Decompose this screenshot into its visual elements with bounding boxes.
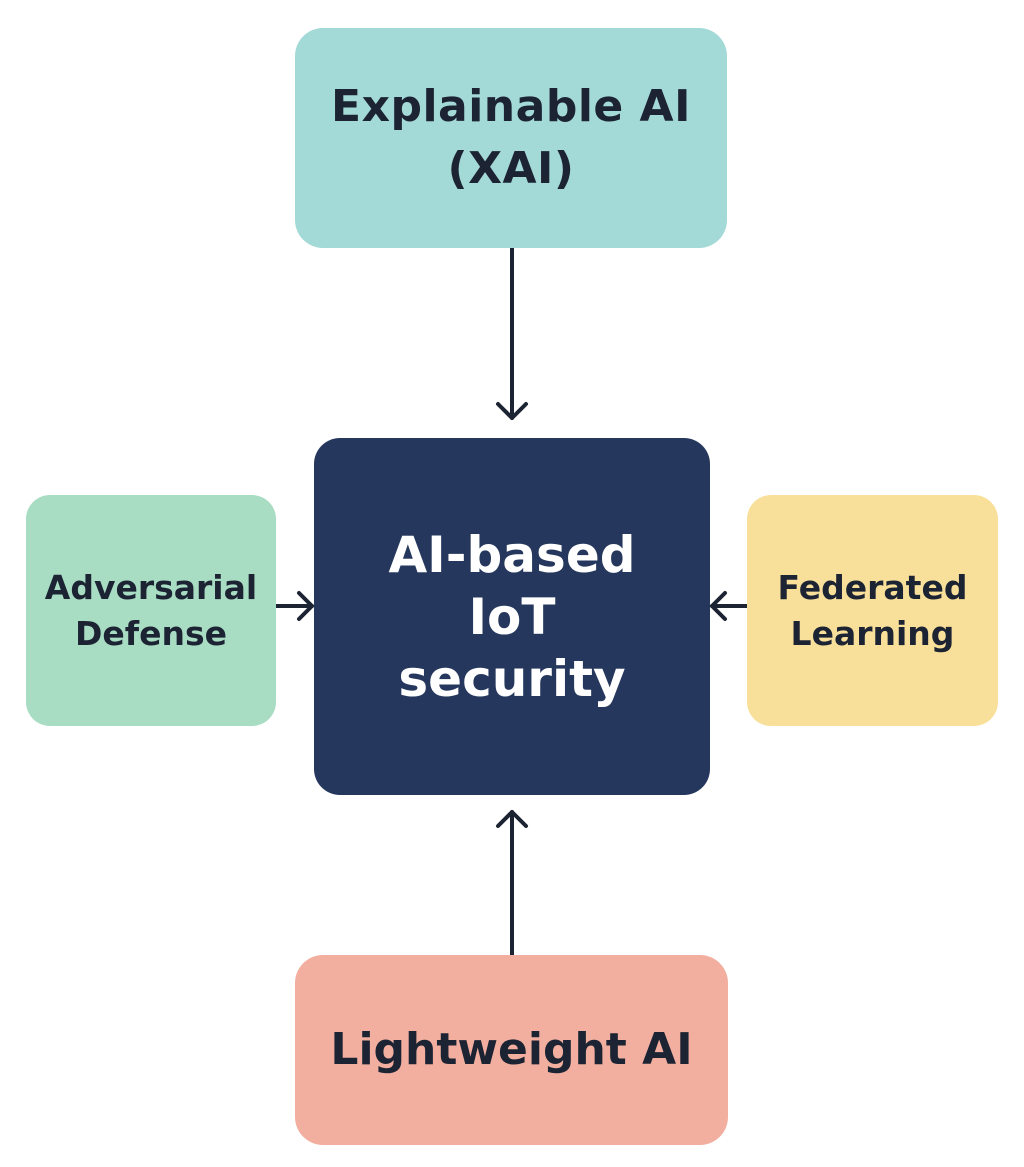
node-adversarial-defense-label: Adversarial Defense <box>45 565 257 657</box>
node-federated-learning-label: Federated Learning <box>778 565 968 657</box>
node-federated-learning: Federated Learning <box>747 495 998 726</box>
node-lightweight-ai-label: Lightweight AI <box>330 1022 692 1078</box>
node-ai-based-iot-security: AI-based IoT security <box>314 438 710 795</box>
arrow-bottom-to-center <box>496 810 528 957</box>
label-line: Federated <box>777 567 968 607</box>
node-explainable-ai: Explainable AI (XAI) <box>295 28 727 248</box>
node-adversarial-defense: Adversarial Defense <box>26 495 276 726</box>
arrow-top-to-center <box>496 246 528 420</box>
label-line: Lightweight AI <box>330 1024 693 1075</box>
node-center-label: AI-based IoT security <box>388 524 635 710</box>
label-line: AI-based <box>388 525 636 584</box>
label-line: Learning <box>790 613 955 653</box>
node-explainable-ai-label: Explainable AI (XAI) <box>331 76 691 200</box>
label-line: (XAI) <box>447 143 575 194</box>
arrow-left-to-center <box>274 591 314 621</box>
label-line: IoT <box>468 587 556 646</box>
node-lightweight-ai: Lightweight AI <box>295 955 728 1145</box>
label-line: Adversarial <box>44 567 258 607</box>
label-line: Defense <box>74 613 228 653</box>
arrow-right-to-center <box>710 591 749 621</box>
label-line: Explainable AI <box>331 81 691 132</box>
label-line: security <box>398 649 626 708</box>
